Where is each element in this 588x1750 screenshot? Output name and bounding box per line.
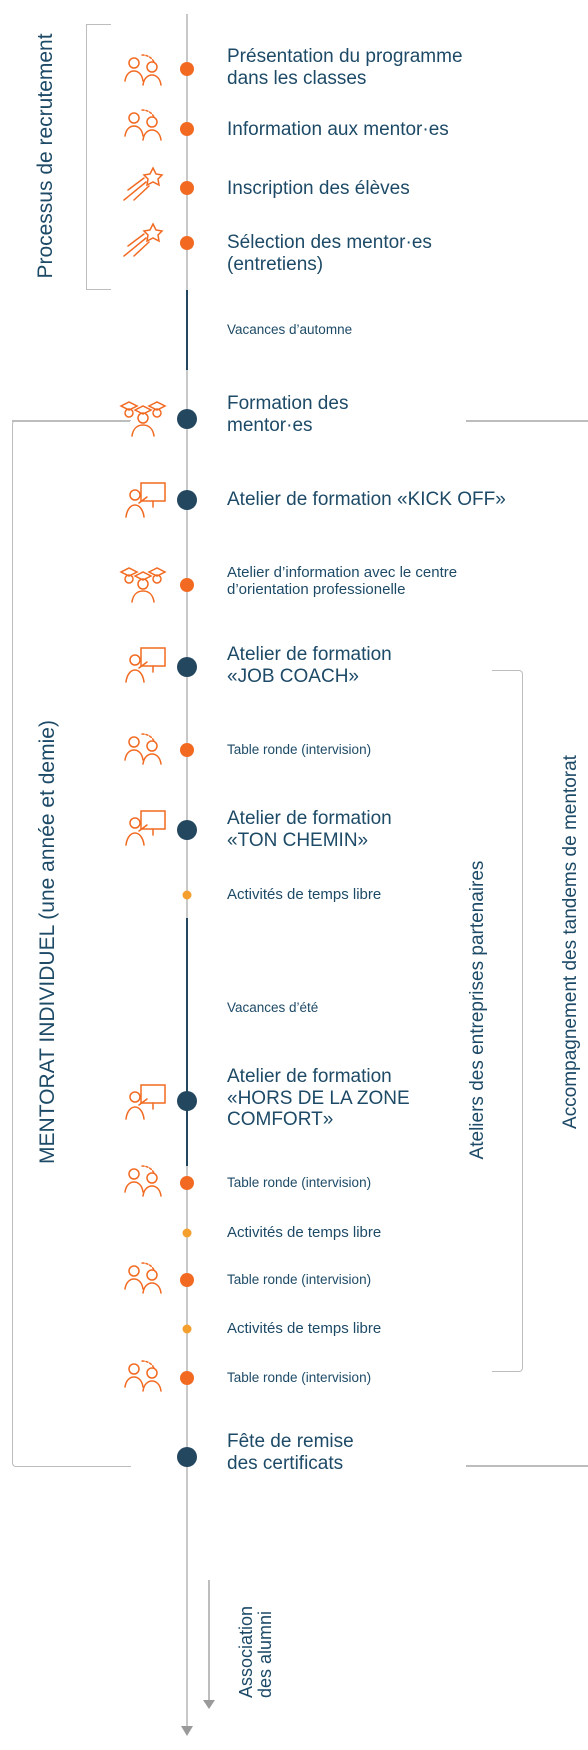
certificats-line-2: des certificats: [227, 1452, 344, 1474]
label-table-2: Table ronde (intervision): [227, 1175, 372, 1190]
selection-line-1: Sélection des mentor·es: [227, 232, 432, 253]
label-certificats: Fête de remise des certificats: [227, 1431, 354, 1474]
label-vacances-ete: Vacances d’été: [227, 1000, 319, 1015]
label-recruitment: Processus de recrutement: [34, 33, 57, 279]
dot-tonchemin: [177, 820, 197, 840]
dot-selection: [180, 236, 194, 250]
horsdelazone-line-1: Atelier de formation: [227, 1066, 392, 1087]
label-table-1: Table ronde (intervision): [227, 742, 372, 757]
dot-orientation: [180, 578, 194, 592]
people-exchange-icon: [124, 733, 162, 765]
bracket-accomp-bottom: [466, 1465, 588, 1467]
horsdelazone-line-2: «HORS DE LA ZONE: [227, 1087, 410, 1109]
label-tonchemin: Atelier de formation «TON CHEMIN»: [227, 808, 392, 851]
dot-loisirs-1: [182, 890, 192, 900]
holiday-segment-summer: [186, 918, 188, 1166]
teacher-board-icon: [125, 482, 166, 518]
people-exchange-icon: [124, 54, 162, 86]
label-kickoff: Atelier de formation «KICK OFF»: [227, 489, 506, 510]
orientation-line-1: Atelier d’information avec le centre: [227, 564, 458, 581]
alumni-line-2: des alumni: [255, 1610, 275, 1699]
tonchemin-line-1: Atelier de formation: [227, 808, 392, 829]
label-accompagnement: Accompagnement des tandems de mentorat: [560, 755, 581, 1129]
dot-kickoff: [177, 490, 197, 510]
timeline-axis: [186, 14, 188, 1730]
horsdelazone-line-3: COMFORT»: [227, 1109, 334, 1131]
graduates-icon: [119, 567, 167, 603]
label-table-4: Table ronde (intervision): [227, 1370, 372, 1385]
label-vacances-automne: Vacances d’automne: [227, 322, 353, 337]
jobcoach-line-1: Atelier de formation: [227, 644, 392, 665]
label-inscription: Inscription des élèves: [227, 178, 410, 199]
label-jobcoach: Atelier de formation «JOB COACH»: [227, 644, 392, 687]
presentation-line-2: dans les classes: [227, 67, 367, 89]
presentation-line-1: Présentation du programme: [227, 46, 463, 67]
formation-line-1: Formation des: [227, 393, 349, 414]
certificats-line-1: Fête de remise: [227, 1431, 354, 1452]
people-exchange-icon: [124, 1262, 162, 1294]
teacher-board-icon: [125, 1084, 166, 1120]
teacher-board-icon: [125, 810, 166, 846]
graduates-icon: [119, 401, 167, 437]
label-ateliers: Ateliers des entreprises partenaires: [467, 860, 488, 1160]
people-exchange-icon: [124, 1165, 162, 1197]
formation-line-2: mentor·es: [227, 414, 313, 436]
dot-table-2: [180, 1176, 194, 1190]
alumni-line-1: Association: [236, 1605, 257, 1699]
label-table-3: Table ronde (intervision): [227, 1272, 372, 1287]
jobcoach-line-2: «JOB COACH»: [227, 665, 359, 687]
bracket-accomp-top: [466, 420, 588, 422]
people-exchange-icon: [124, 1360, 162, 1392]
dot-loisirs-2: [182, 1228, 192, 1238]
dot-table-4: [180, 1371, 194, 1385]
label-info-mentors: Information aux mentor·es: [227, 119, 449, 140]
dot-loisirs-3: [182, 1324, 192, 1334]
label-loisirs-1: Activités de temps libre: [227, 886, 382, 903]
dot-inscription: [180, 181, 194, 195]
holiday-segment-autumn: [186, 290, 188, 370]
orientation-line-2: d’orientation professionelle: [227, 581, 406, 599]
label-loisirs-3: Activités de temps libre: [227, 1320, 382, 1337]
dot-table-1: [180, 743, 194, 757]
dot-formation: [177, 409, 197, 429]
axis-arrow-icon: [181, 1726, 193, 1736]
bracket-recruitment: [86, 24, 111, 290]
alumni-arrow: [208, 1580, 210, 1702]
dot-horsdelazone: [177, 1091, 197, 1111]
people-exchange-icon: [124, 109, 162, 141]
shooting-star-icon: [123, 222, 164, 257]
label-alumni: Association des alumni: [236, 1605, 275, 1699]
dot-jobcoach: [177, 657, 197, 677]
label-orientation: Atelier d’information avec le centre d’o…: [227, 564, 457, 598]
dot-presentation: [180, 62, 194, 76]
label-mentorat: MENTORAT INDIVIDUEL (une année et demie): [36, 720, 59, 1164]
bracket-ateliers: [492, 670, 523, 1372]
dot-table-3: [180, 1273, 194, 1287]
label-presentation: Présentation du programme dans les class…: [227, 46, 463, 89]
shooting-star-icon: [123, 166, 164, 201]
selection-line-2: (entretiens): [227, 253, 324, 275]
label-formation: Formation des mentor·es: [227, 393, 348, 436]
dot-certificats: [177, 1447, 197, 1467]
alumni-arrow-head-icon: [203, 1700, 215, 1709]
label-horsdelazone: Atelier de formation «HORS DE LA ZONE CO…: [227, 1066, 410, 1131]
dot-info-mentors: [180, 122, 194, 136]
label-loisirs-2: Activités de temps libre: [227, 1224, 382, 1241]
teacher-board-icon: [125, 647, 166, 683]
tonchemin-line-2: «TON CHEMIN»: [227, 829, 369, 851]
label-selection: Sélection des mentor·es (entretiens): [227, 232, 432, 275]
bracket-mentorat: [12, 420, 131, 1467]
